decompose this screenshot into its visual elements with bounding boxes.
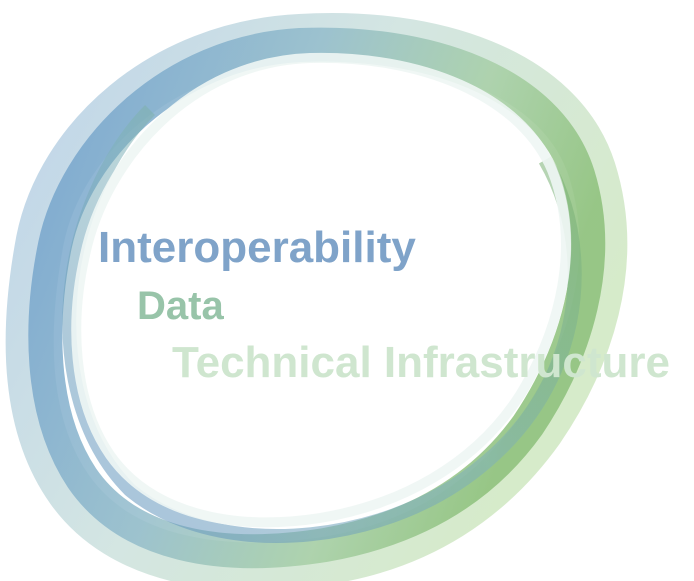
label-technical-infrastructure: Technical Infrastructure (172, 338, 670, 387)
label-interoperability: Interoperability (98, 223, 416, 272)
ring-band-inner (62, 105, 582, 543)
ring-band-highlight (71, 52, 571, 528)
ring-band-main (28, 27, 606, 569)
ring-center (97, 74, 547, 501)
label-data: Data (137, 284, 224, 328)
